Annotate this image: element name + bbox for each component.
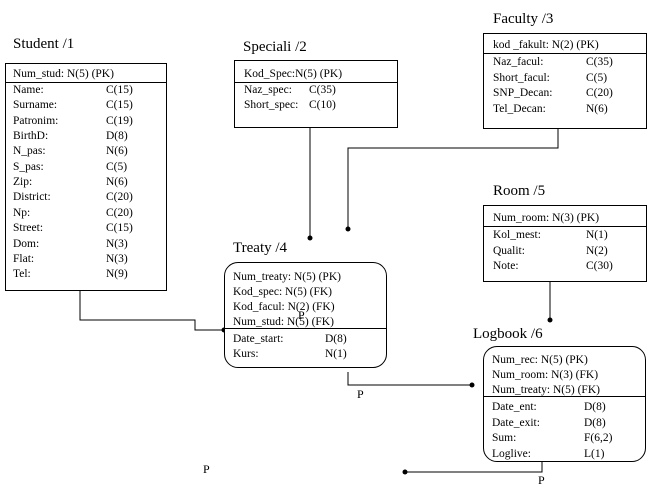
entity-treaty: Num_treaty: N(5) (PK) Kod_spec: N(5) (FK)… [224,262,387,368]
field-type: N(6) [106,145,128,158]
field-type: D(8) [584,416,606,429]
field-type: C(5) [586,71,608,84]
field-name: Naz_spec: [244,84,292,96]
fk-field: Num_stud: N(5) (FK) [233,316,334,328]
entity-title-speciali: Speciali /2 [243,39,307,55]
entity-title-logbook: Logbook /6 [473,326,543,342]
field-type: C(15) [106,99,133,112]
fk-field: Kod_facul: N(2) (FK) [233,301,335,313]
connector-label: P [357,387,364,401]
field-name: Surname: [13,99,58,112]
field-name: Qualit: [493,244,525,257]
field-name: Tel: [13,268,31,281]
field-type: C(35) [309,84,336,96]
field-type: F(6,2) [584,432,613,444]
field-type: L(1) [584,447,605,460]
field-type: C(35) [586,56,613,68]
pk-field: kod _fakult: N(2) (PK) [493,39,599,51]
line-end-dot [345,226,351,232]
field-type: C(19) [106,114,133,127]
field-name: Date_exit: [492,416,540,429]
field-type: D(8) [584,401,606,413]
field-name: SNP_Decan: [493,87,553,99]
pk-field: Num_stud: N(5) (PK) [13,68,114,80]
field-type: N(6) [106,176,128,189]
field-name: BirthD: [13,130,49,143]
entity-student: Num_stud: N(5) (PK) Name: C(15) Surname: C(… [5,63,167,291]
field-name: Short_spec: [244,99,299,111]
field-type: N(6) [586,102,608,115]
field-name: Name: [13,84,44,96]
field-type: C(20) [106,206,133,219]
field-type: N(1) [586,229,608,241]
field-name: Flat: [13,252,35,265]
line-faculty-treaty [347,128,559,229]
field-type: N(3) [106,237,128,250]
field-type: N(2) [586,244,608,257]
field-name: Street: [13,222,44,235]
field-name: Np: [13,206,31,219]
line-end-dot [402,469,408,475]
field-name: Tel_Decan: [493,102,546,115]
line-treaty-logbook [347,372,472,386]
field-name: Naz_facul: [493,56,544,68]
field-name: Patronim: [13,114,59,127]
field-type: C(20) [106,191,133,204]
entity-logbook: Num_rec: N(5) (PK) Num_room: N(3) (FK) Num… [483,346,646,462]
field-name: Date_start: [233,333,284,345]
field-type: N(9) [106,268,128,281]
entity-title-treaty: Treaty /4 [233,240,288,256]
entity-title-faculty: Faculty /3 [493,11,554,27]
field-name: Short_facul: [493,71,550,84]
fk-field: Num_treaty: N(5) (FK) [492,384,600,396]
field-type: C(5) [106,160,128,173]
field-name: Sum: [492,432,517,444]
pk-field: Num_room: N(3) (PK) [493,212,600,224]
connector-label: P [203,462,210,476]
field-type: N(3) [106,252,128,265]
entity-title-student: Student /1 [13,36,75,52]
field-type: C(15) [106,84,133,96]
line-end-dot [469,382,475,388]
line-student-treaty [79,290,224,331]
field-type: C(30) [586,260,613,272]
connector-label: P [298,308,305,322]
field-type: C(10) [309,99,336,111]
field-type: C(15) [106,222,133,235]
field-name: S_pas: [13,160,44,173]
field-name: Date_ent: [492,401,537,413]
fk-field: Num_room: N(3) (FK) [492,369,599,381]
field-name: Loglive: [492,447,531,460]
entity-room: Num_room: N(3) (PK) Kol_mest: N(1) Qualit:… [483,205,647,282]
fk-field: Kod_spec: N(5) (FK) [233,286,333,298]
field-type: C(20) [586,87,613,99]
pk-field: Num_treaty: N(5) (PK) [233,271,341,283]
line-logbook-bottom [405,462,543,473]
field-type: D(8) [106,130,128,143]
field-name: Note: [493,260,519,272]
pk-field: Num_rec: N(5) (PK) [492,354,588,366]
field-name: District: [13,191,51,204]
line-end-dot [547,317,553,323]
connector-label: P [538,473,545,487]
field-name: Dom: [13,237,40,250]
line-end-dot [307,235,313,241]
field-name: Kurs: [233,348,259,360]
field-type: D(8) [325,333,347,345]
entity-faculty: kod _fakult: N(2) (PK) Naz_facul: C(35) Sh… [483,33,647,129]
pk-field: Kod_Spec:N(5) (PK) [244,68,343,80]
entity-speciali: Kod_Spec:N(5) (PK) Naz_spec: C(35) Short_s… [234,60,398,128]
field-name: Zip: [13,176,33,189]
field-name: Kol_mest: [493,229,541,241]
entity-title-room: Room /5 [493,183,546,199]
field-name: N_pas: [13,145,46,158]
field-type: N(1) [325,348,347,360]
